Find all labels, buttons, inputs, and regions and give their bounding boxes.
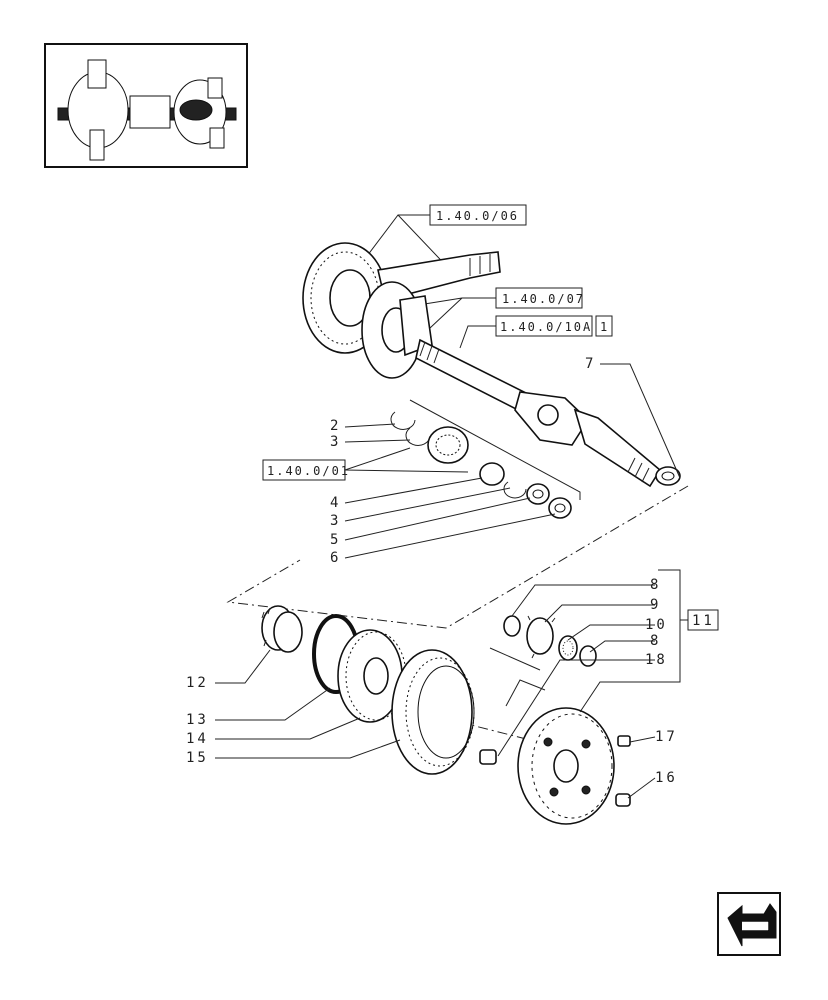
spacer-4: [479, 462, 505, 486]
reference-label: 1.40.0/07: [502, 292, 585, 306]
axle-half-shaft: [415, 338, 681, 488]
callout-14: 14: [186, 731, 209, 747]
callout-8b: 8: [650, 633, 661, 649]
callout-box-11[interactable]: [687, 609, 719, 631]
planet-gear-12: [261, 605, 303, 653]
callout-12: 12: [186, 675, 209, 691]
reference-box-2[interactable]: 1.40.0/07: [495, 287, 585, 309]
callout-5: 5: [330, 532, 341, 548]
reference-badge: 1: [600, 320, 609, 334]
reference-box-4[interactable]: 1.40.0/01: [262, 459, 350, 481]
reference-label: 1.40.0/10A: [500, 320, 592, 334]
callout-18: 18: [645, 652, 668, 668]
callout-17: 17: [655, 729, 678, 745]
axle-assembly-thumbnail[interactable]: [44, 43, 248, 168]
reference-box-1[interactable]: 1.40.0/06: [429, 204, 527, 226]
callout-3: 3: [330, 434, 341, 450]
callout-4: 4: [330, 495, 341, 511]
reference-label: 1.40.0/01: [267, 464, 350, 478]
bolt-16: [615, 793, 631, 807]
callout-7: 7: [585, 356, 596, 372]
callout-3b: 3: [330, 513, 341, 529]
callout-11: 11: [692, 613, 715, 629]
plug-18: [479, 749, 497, 765]
snap-ring-3b: [503, 481, 527, 499]
reference-box-3[interactable]: 1.40.0/10A 1: [495, 315, 613, 337]
callout-6: 6: [330, 550, 341, 566]
ring-gear-15: [391, 649, 475, 775]
snap-ring-3: [405, 427, 431, 446]
planet-pinion-9: [526, 615, 556, 659]
callout-2: 2: [330, 418, 341, 434]
reference-label: 1.40.0/06: [436, 209, 519, 223]
callout-13: 13: [186, 712, 209, 728]
bearing-cage: [427, 426, 469, 464]
callout-10: 10: [645, 617, 668, 633]
snap-ring-2: [390, 411, 416, 430]
planet-carrier: [517, 707, 615, 825]
washer-5: [526, 483, 550, 505]
callout-8: 8: [650, 577, 661, 593]
washer-6: [548, 497, 572, 519]
differential-housing: [361, 281, 433, 379]
next-page-arrow-icon[interactable]: [717, 892, 781, 956]
callout-9: 9: [650, 597, 661, 613]
washer-8: [503, 615, 521, 637]
callout-15: 15: [186, 750, 209, 766]
callout-16: 16: [655, 770, 678, 786]
bolt-17: [617, 735, 631, 747]
